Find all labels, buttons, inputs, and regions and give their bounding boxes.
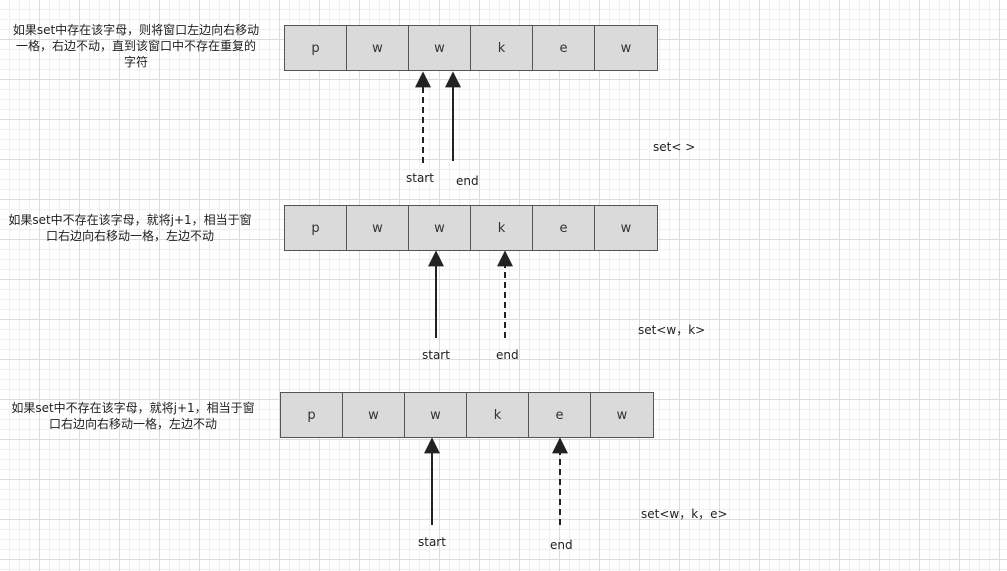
array-cell: w xyxy=(616,407,628,423)
stage-3-note: 如果set中不存在该字母，就将j+1，相当于窗口右边向右移动一格，左边不动 xyxy=(11,401,255,431)
array-cell: e xyxy=(529,393,591,437)
array-cell: e xyxy=(533,26,595,70)
array-cell: w xyxy=(620,40,632,56)
array-cell: w xyxy=(347,26,409,70)
array-cell: w xyxy=(347,206,409,250)
array-cell: w xyxy=(343,393,405,437)
stage-3-end-label: end xyxy=(550,538,573,552)
array-cell: w xyxy=(405,393,467,437)
array-cell: k xyxy=(471,206,533,250)
stage-1-note: 如果set中存在该字母，则将窗口左边向右移动一格，右边不动，直到该窗口中不存在重… xyxy=(12,23,260,69)
array-cell: k xyxy=(467,393,529,437)
stage-1-end-label: end xyxy=(456,174,479,188)
stage-3-start-label: start xyxy=(418,535,446,549)
stage-1-array: p w w k e w xyxy=(284,25,658,71)
stage-2-start-label: start xyxy=(422,348,450,362)
array-cell: k xyxy=(471,26,533,70)
array-cell: p xyxy=(281,393,343,437)
stage-2-set-label: set<w，k> xyxy=(638,323,706,337)
array-cell: w xyxy=(620,220,632,236)
stage-1-start-label: start xyxy=(406,171,434,185)
array-cell: e xyxy=(533,206,595,250)
stage-2-end-label: end xyxy=(496,348,519,362)
stage-2-note: 如果set中不存在该字母，就将j+1，相当于窗口右边向右移动一格，左边不动 xyxy=(8,213,252,243)
stage-3-array: p w w k e w xyxy=(280,392,654,438)
stage-2-array: p w w k e w xyxy=(284,205,658,251)
array-cell: w xyxy=(409,26,471,70)
stage-3-set-label: set<w，k，e> xyxy=(641,507,728,521)
array-cell: p xyxy=(285,26,347,70)
array-cell: w xyxy=(409,206,471,250)
array-cell: p xyxy=(285,206,347,250)
stage-1-set-label: set< > xyxy=(653,140,696,154)
